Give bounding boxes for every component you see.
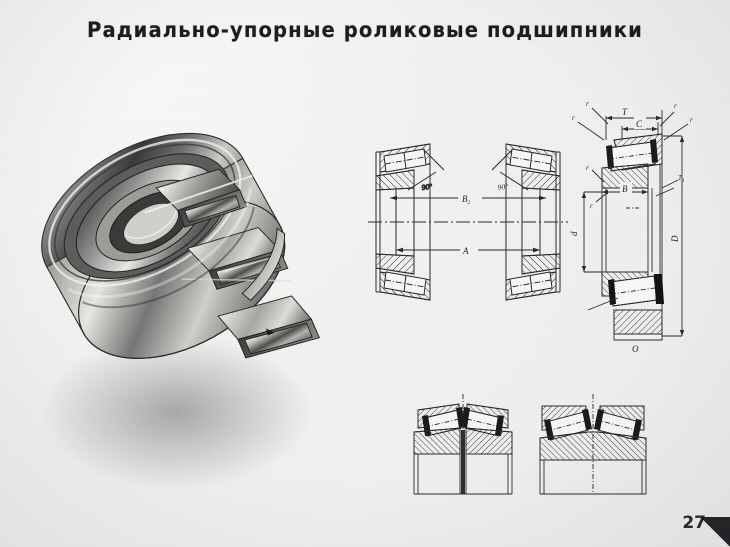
dim-b-label: B (622, 184, 628, 194)
dim-d-small-label: d (570, 231, 579, 236)
double-row-solid-inner-ring-section (534, 394, 652, 496)
double-row-split-inner-ring-section (404, 394, 522, 496)
svg-text:90°: 90° (497, 182, 509, 192)
dim-t1-label: T1 (678, 174, 685, 184)
page-corner-shadow (696, 517, 730, 547)
point-o-label: O (632, 344, 639, 354)
radius-r3-label: r (674, 102, 677, 110)
radius-r2-label: r (572, 114, 575, 122)
svg-text:90°: 90° (421, 182, 433, 192)
tapered-roller-bearing-photograph (36, 82, 336, 492)
dim-t-label: T (622, 107, 628, 117)
radius-r5-label: r (586, 164, 589, 172)
dim-c-label: C (636, 119, 643, 129)
dimensioned-bearing-section: T C B d D T1 r r r r r r O (570, 96, 706, 356)
dim-d-big-label: D (670, 235, 680, 243)
contact-angle-pair-diagram: 90° (368, 132, 568, 317)
dim-b2-label: B2 (462, 194, 471, 206)
dim-a-label: A (462, 246, 469, 256)
radius-r6-label: r (590, 202, 593, 210)
page-title: Радиально-упорные роликовые подшипники (87, 18, 643, 42)
radius-r1-label: r (586, 100, 589, 108)
radius-r4-label: r (690, 116, 693, 124)
